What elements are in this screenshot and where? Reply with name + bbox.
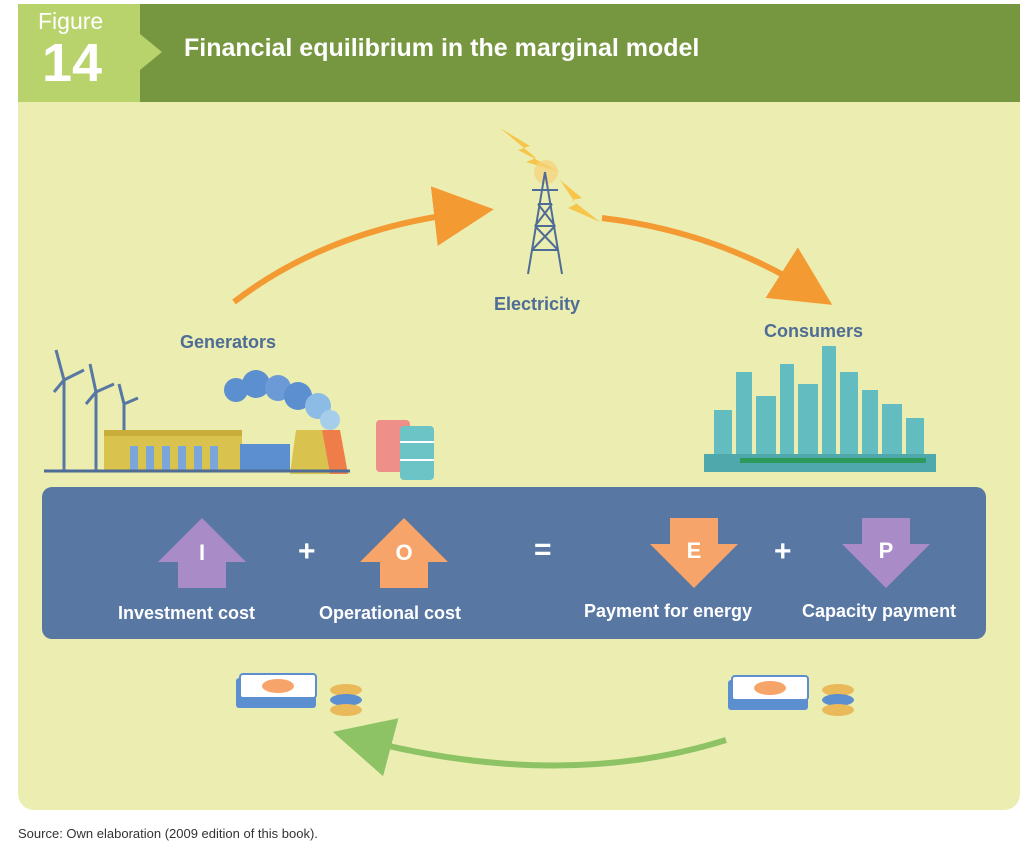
figure-number: 14	[42, 33, 103, 93]
term-label-operational: Operational cost	[319, 603, 462, 623]
money-stack-icon-left	[236, 673, 362, 716]
hydro-dam-icon	[104, 430, 242, 472]
letter-operational: O	[395, 540, 412, 565]
node-label-electricity: Electricity	[494, 294, 581, 314]
arrow-up-icon-investment: I	[158, 518, 246, 588]
plus-sign-left: +	[298, 535, 316, 568]
plus-sign-right: +	[774, 535, 792, 568]
city-skyline-icon	[704, 346, 936, 472]
letter-investment: I	[199, 540, 205, 565]
transmission-tower-icon	[527, 171, 563, 275]
figure-badge: Figure 14	[18, 4, 140, 102]
arrow-down-icon-capacity: P	[842, 518, 930, 588]
term-label-capacity: Capacity payment	[802, 601, 957, 621]
oil-barrels-icon	[376, 420, 434, 480]
wind-turbine-icon	[52, 349, 139, 470]
arrow-down-icon-energy: E	[650, 518, 738, 588]
letter-capacity: P	[879, 538, 894, 563]
source-note: Source: Own elaboration (2009 edition of…	[18, 826, 318, 841]
flow-arrow-generators-to-electricity	[232, 186, 494, 305]
equals-sign: =	[534, 533, 552, 566]
node-label-consumers: Consumers	[764, 321, 864, 341]
badge-arrow	[140, 34, 162, 70]
term-label-investment: Investment cost	[118, 603, 256, 623]
power-plant-icon	[224, 370, 348, 474]
term-label-energy: Payment for energy	[584, 601, 753, 621]
node-label-generators: Generators	[180, 332, 277, 352]
figure-header: Figure 14 Financial equilibrium in the m…	[18, 4, 1020, 102]
figure-word: Figure	[38, 8, 104, 34]
flow-arrow-electricity-to-consumers	[601, 215, 833, 305]
figure-title: Financial equilibrium in the marginal mo…	[184, 34, 700, 62]
arrow-up-icon-operational: O	[360, 518, 448, 588]
money-stack-icon-right	[728, 675, 854, 716]
flow-arrow-money-return	[332, 718, 727, 777]
letter-energy: E	[687, 538, 702, 563]
